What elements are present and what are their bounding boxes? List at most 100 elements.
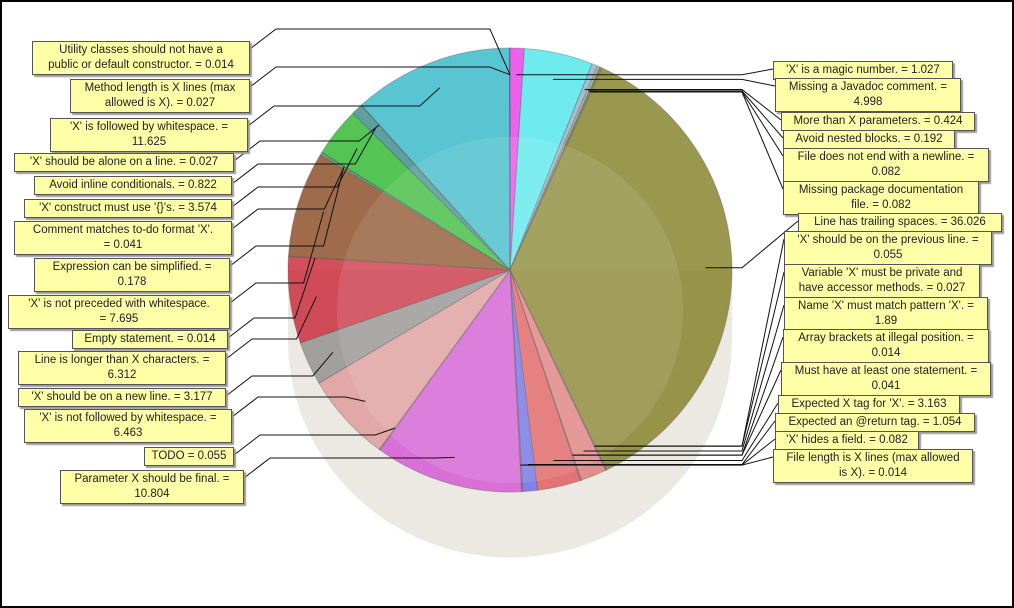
label-not-followed-whitespace: 'X' is not followed by whitespace. = 6.46… <box>24 409 232 443</box>
label-line: 0.082 <box>871 166 901 178</box>
pie-slice <box>509 66 602 271</box>
label-line: 'X' hides a field. = 0.082 <box>786 434 908 446</box>
label-one-statement: Must have at least one statement. = 0.041 <box>781 362 991 396</box>
label-empty-statement: Empty statement. = 0.014 <box>72 330 228 349</box>
label-line: 'X' should be on a new line. = 3.177 <box>31 391 213 403</box>
pie-slice <box>509 269 524 493</box>
label-line: TODO = 0.055 <box>151 450 227 462</box>
pie-slice <box>509 269 582 481</box>
label-line: 'X' construct must use '{}'s. = 3.574 <box>39 202 217 214</box>
label-line-longer: Line is longer than X characters. = 6.312 <box>18 351 226 385</box>
pie-slice <box>509 47 593 271</box>
label-line: 10.804 <box>134 488 170 500</box>
label-line: Empty statement. = 0.014 <box>84 333 216 345</box>
label-line: 'X' should be on the previous line. = <box>797 234 979 246</box>
label-inline-conditionals: Avoid inline conditionals. = 0.822 <box>34 176 232 195</box>
label-variable-private: Variable 'X' must be private and have acc… <box>784 264 980 298</box>
label-line: 'X' is a magic number. = 1.027 <box>786 64 940 76</box>
pie-slice <box>509 269 607 481</box>
label-line: Must have at least one statement. = <box>794 365 978 377</box>
label-expected-tag: Expected X tag for 'X'. = 3.163 <box>778 395 960 414</box>
label-line: 0.055 <box>873 249 903 261</box>
label-todo: TODO = 0.055 <box>144 447 234 466</box>
label-line: 6.312 <box>107 369 137 381</box>
pie-slice <box>509 269 582 491</box>
label-line: 'X' is not followed by whitespace. = <box>39 412 217 424</box>
pie-slice <box>509 63 599 271</box>
label-utility-classes: Utility classes should not have a public … <box>32 41 250 75</box>
pie-slice <box>287 154 511 271</box>
label-trailing-spaces: Line has trailing spaces. = 36.026 <box>798 213 1002 232</box>
pie-slice <box>287 255 511 271</box>
label-construct-braces: 'X' construct must use '{}'s. = 3.574 <box>24 199 232 218</box>
label-more-than-x-params: More than X parameters. = 0.424 <box>781 112 975 131</box>
label-line: Avoid nested blocks. = 0.192 <box>795 133 943 145</box>
label-not-preceded-whitespace: 'X' is not preceded with whitespace. = 7.… <box>8 295 230 329</box>
label-followed-by-whitespace: 'X' is followed by whitespace. = 11.625 <box>50 118 248 152</box>
label-line: 11.625 <box>131 136 167 148</box>
label-line: = 0.041 <box>103 239 143 251</box>
label-method-length: Method length is X lines (max allowed is … <box>70 79 250 113</box>
pie-slice <box>318 269 511 451</box>
label-line: More than X parameters. = 0.424 <box>793 115 963 127</box>
label-line: file. = 0.082 <box>851 199 911 211</box>
pie-slice <box>379 268 523 493</box>
label-line: 4.998 <box>853 96 883 108</box>
label-line: Missing a Javadoc comment. = <box>788 81 948 93</box>
label-line: Missing package documentation <box>798 184 964 196</box>
label-missing-javadoc: Missing a Javadoc comment. = 4.998 <box>775 78 961 112</box>
label-no-newline: File does not end with a newline. = 0.082 <box>783 148 989 182</box>
pie-slice <box>509 269 607 472</box>
label-line: Parameter X should be final. = <box>74 473 230 485</box>
pie-slice <box>509 65 601 271</box>
label-line: 'X' should be alone on a line. = 0.027 <box>29 156 219 168</box>
label-expression-simplified: Expression can be simplified. = 0.178 <box>34 258 230 292</box>
label-line: public or default constructor. = 0.014 <box>48 59 234 71</box>
pie-slice <box>378 269 511 451</box>
label-line: 0.178 <box>117 276 147 288</box>
label-previous-line: 'X' should be on the previous line. = 0.0… <box>784 231 992 265</box>
label-line: allowed is X). = 0.027 <box>104 97 216 109</box>
pie-slice <box>319 151 511 271</box>
label-line: Array brackets at illegal position. = <box>798 332 974 344</box>
pie-slice <box>509 269 608 471</box>
label-line: Line has trailing spaces. = 36.026 <box>814 216 986 228</box>
label-line: Method length is X lines (max <box>84 82 236 94</box>
label-line: 0.014 <box>871 347 901 359</box>
label-line: Comment matches to-do format 'X'. <box>32 224 214 236</box>
label-line: 0.041 <box>871 380 901 392</box>
pie-slice <box>360 104 511 271</box>
label-line: 'X' is not preceded with whitespace. <box>28 298 210 310</box>
label-line: = 7.695 <box>99 313 139 325</box>
label-hides-field: 'X' hides a field. = 0.082 <box>775 431 919 450</box>
label-line: 1.89 <box>874 315 898 327</box>
label-line: Expression can be simplified. = <box>52 261 212 273</box>
label-line: is X). = 0.014 <box>838 467 908 479</box>
label-line: File does not end with a newline. = <box>797 151 975 163</box>
label-line: Expected X tag for 'X'. = 3.163 <box>791 398 947 410</box>
label-line: 'X' is followed by whitespace. = <box>69 121 229 133</box>
pie-slice <box>321 112 511 271</box>
label-line: Variable 'X' must be private and <box>801 267 963 279</box>
label-alone-on-line: 'X' should be alone on a line. = 0.027 <box>14 153 234 172</box>
pie-slice <box>509 66 603 271</box>
pie-slice <box>287 255 511 344</box>
pie-slice <box>352 104 511 271</box>
pie-slice <box>509 269 582 482</box>
pie-slice <box>509 47 525 271</box>
label-line: Name 'X' must match pattern 'X'. = <box>798 300 974 312</box>
label-line: Expected an @return tag. = 1.054 <box>788 416 962 428</box>
label-parameter-final: Parameter X should be final. = 10.804 <box>60 470 244 504</box>
label-todo-format: Comment matches to-do format 'X'. = 0.041 <box>14 221 232 255</box>
label-array-brackets: Array brackets at illegal position. = 0.0… <box>783 329 989 363</box>
label-return-tag: Expected an @return tag. = 1.054 <box>775 413 975 432</box>
label-line: have accessor methods. = 0.027 <box>798 282 966 294</box>
label-new-line: 'X' should be on a new line. = 3.177 <box>18 388 226 407</box>
pie-slices <box>287 47 733 493</box>
label-line: Line is longer than X characters. = <box>34 354 210 366</box>
label-line: 6.463 <box>113 427 143 439</box>
label-line: Utility classes should not have a <box>59 44 223 56</box>
